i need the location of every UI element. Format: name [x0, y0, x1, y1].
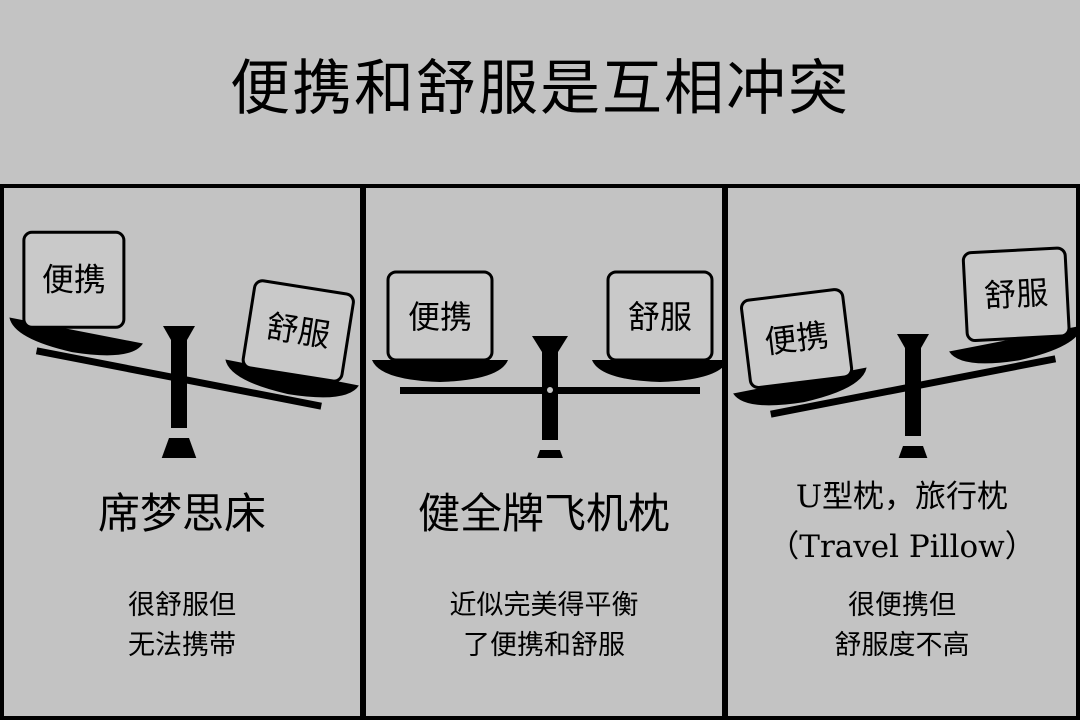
product-name: 席梦思床: [97, 489, 266, 538]
desc-line: 很便携但: [848, 590, 956, 621]
box-label-portable: 便携: [762, 316, 830, 362]
desc-line: 舒服度不高: [834, 630, 970, 661]
product-description: 很便携但 舒服度不高: [728, 586, 1076, 666]
balance-scale-icon: 便携 舒服: [372, 270, 722, 458]
name-line: （Travel Pillow）: [768, 529, 1036, 565]
product-name: 健全牌飞机枕: [417, 489, 670, 538]
box-label-comfort: 舒服: [983, 274, 1049, 315]
panel-mattress: 便携 舒服 席梦思床 很舒服但 无法携带: [0, 188, 364, 720]
panel-frame: [0, 184, 1080, 720]
desc-line: 了便携和舒服: [463, 630, 625, 661]
desc-line: 近似完美得平衡: [449, 590, 639, 621]
product-description: 很舒服但 无法携带: [4, 586, 360, 666]
product-description: 近似完美得平衡 了便携和舒服: [366, 586, 722, 666]
panel-u-pillow: 便携 舒服 U型枕，旅行枕 （Travel Pillow） 很便携但 舒服度不高: [724, 188, 1080, 720]
box-label-portable: 便携: [42, 260, 106, 298]
box-label-portable: 便携: [408, 298, 472, 336]
page-title: 便携和舒服是互相冲突: [230, 54, 850, 124]
box-label-comfort: 舒服: [628, 298, 692, 336]
balance-scale-icon: 便携 舒服: [733, 246, 1080, 458]
name-line: U型枕，旅行枕: [795, 479, 1009, 515]
product-name: U型枕，旅行枕 （Travel Pillow）: [728, 472, 1076, 572]
panel-neck-pillow: 便携 舒服 健全牌飞机枕 近似完美得平衡 了便携和舒服: [362, 188, 726, 720]
balance-scale-icon: 便携 舒服: [9, 230, 359, 458]
desc-line: 很舒服但: [128, 590, 236, 621]
desc-line: 无法携带: [128, 630, 236, 661]
